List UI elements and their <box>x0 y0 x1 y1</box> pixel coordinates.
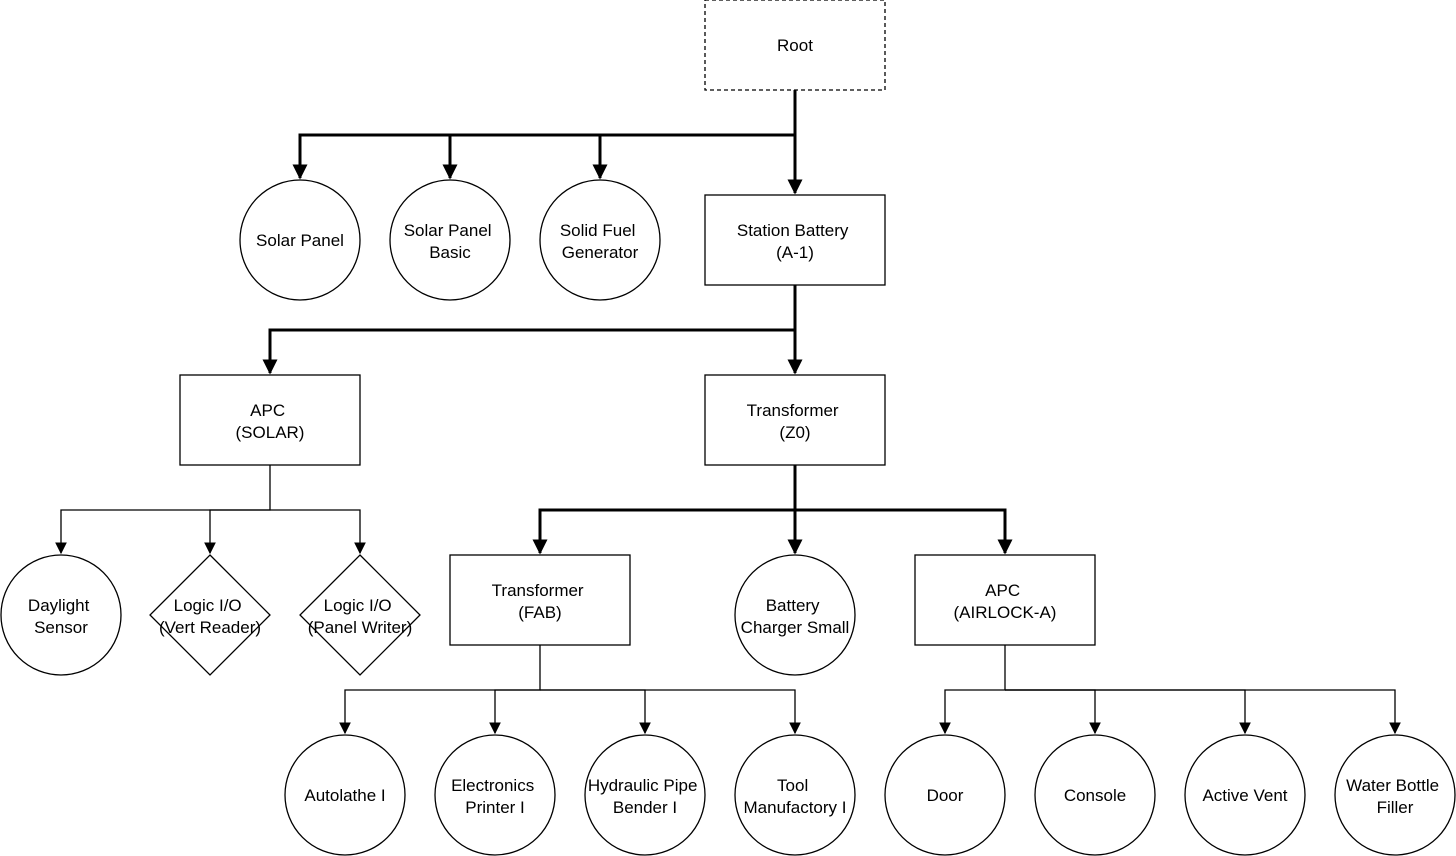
node-tool-manufactory-label: Tool Manufactory I <box>744 776 847 817</box>
edge-root-solar-panel-basic <box>442 133 795 180</box>
edge-apc-solar-daylight <box>55 465 271 555</box>
node-root-label: Root <box>777 36 813 55</box>
node-logic-io-vert-reader: Logic I/O (Vert Reader) <box>149 554 271 676</box>
edge-apc-solar-logic-vert <box>204 509 270 555</box>
edge-root-solid-fuel <box>592 133 795 180</box>
node-hydraulic-pipe-bender: Hydraulic Pipe Bender I <box>584 734 706 856</box>
node-door-label: Door <box>927 786 964 805</box>
edge-airlock-active-vent <box>1005 689 1251 735</box>
edge-airlock-console <box>1005 689 1101 735</box>
node-autolathe: Autolathe I <box>284 734 406 856</box>
node-solar-panel-label: Solar Panel <box>256 231 344 250</box>
node-transformer-z0: Transformer (Z0) <box>704 374 886 466</box>
node-autolathe-label: Autolathe I <box>304 786 385 805</box>
node-apc-solar-label: APC (SOLAR) <box>236 401 305 442</box>
edge-battery-apc-solar <box>262 285 797 375</box>
edge-fab-tool-manufactory <box>540 689 801 735</box>
node-solid-fuel-generator: Solid Fuel Generator <box>539 179 661 301</box>
node-hydraulic-pipe-bender-label: Hydraulic Pipe Bender I <box>588 776 702 817</box>
edge-z0-transformer-fab <box>532 465 797 555</box>
edge-z0-apc-airlock <box>795 508 1013 555</box>
node-battery-charger-small: Battery Charger Small <box>734 554 856 676</box>
node-transformer-z0-label: Transformer (Z0) <box>747 401 844 442</box>
node-apc-solar: APC (SOLAR) <box>179 374 361 466</box>
node-console: Console <box>1034 734 1156 856</box>
node-transformer-fab-label: Transformer (FAB) <box>492 581 589 622</box>
node-transformer-fab: Transformer (FAB) <box>449 554 631 646</box>
node-electronics-printer: Electronics Printer I <box>434 734 556 856</box>
edge-apc-solar-logic-panel <box>270 509 366 555</box>
node-solid-fuel-generator-label: Solid Fuel Generator <box>560 221 640 262</box>
node-water-bottle-filler: Water Bottle Filler <box>1334 734 1456 856</box>
node-tool-manufactory: Tool Manufactory I <box>734 734 856 856</box>
node-water-bottle-filler-label: Water Bottle Filler <box>1346 776 1444 817</box>
edge-fab-autolathe <box>339 645 541 735</box>
node-door: Door <box>884 734 1006 856</box>
node-station-battery: Station Battery (A-1) <box>704 194 886 286</box>
node-daylight-sensor: Daylight Sensor <box>0 554 122 676</box>
node-logic-io-panel-writer-label: Logic I/O (Panel Writer) <box>308 596 413 637</box>
node-logic-io-vert-reader-label: Logic I/O (Vert Reader) <box>159 596 261 637</box>
node-active-vent-label: Active Vent <box>1202 786 1287 805</box>
edge-fab-pipe-bender <box>540 689 651 735</box>
edge-airlock-water-bottle <box>1005 689 1401 735</box>
node-active-vent: Active Vent <box>1184 734 1306 856</box>
node-root: Root <box>704 0 886 91</box>
node-solar-panel-basic: Solar Panel Basic <box>389 179 511 301</box>
node-apc-airlock-label: APC (AIRLOCK-A) <box>954 581 1057 622</box>
node-logic-io-panel-writer: Logic I/O (Panel Writer) <box>299 554 421 676</box>
edges <box>55 90 1401 735</box>
node-console-label: Console <box>1064 786 1126 805</box>
node-solar-panel-basic-label: Solar Panel Basic <box>404 221 497 262</box>
node-daylight-sensor-label: Daylight Sensor <box>28 596 94 637</box>
node-station-battery-label: Station Battery (A-1) <box>737 221 853 262</box>
edge-airlock-door <box>939 645 1006 735</box>
node-solar-panel: Solar Panel <box>239 179 361 301</box>
node-apc-airlock: APC (AIRLOCK-A) <box>914 554 1096 646</box>
node-battery-charger-small-label: Battery Charger Small <box>741 596 850 637</box>
node-electronics-printer-label: Electronics Printer I <box>451 776 539 817</box>
edge-fab-electronics-printer <box>489 689 540 735</box>
